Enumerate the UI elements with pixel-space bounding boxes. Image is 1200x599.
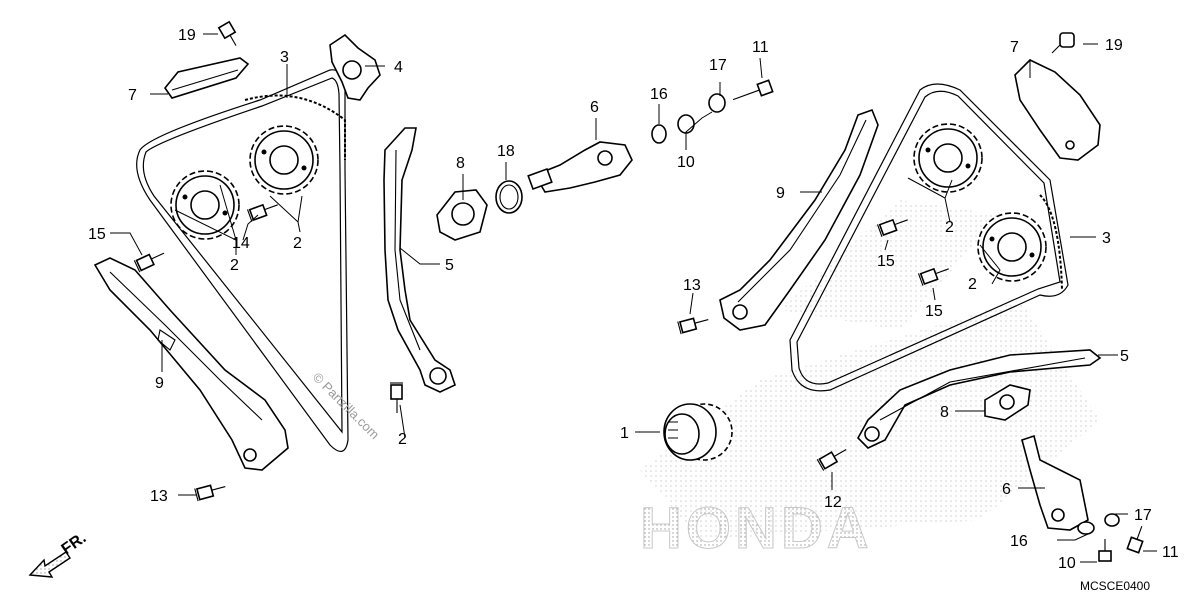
front-arrow-icon	[28, 551, 71, 578]
callout-2: 2	[230, 257, 239, 274]
callout-7: 7	[128, 87, 137, 104]
left-bolt-14	[246, 198, 281, 223]
callout-15: 15	[88, 226, 106, 243]
callout-19: 19	[178, 27, 196, 44]
callout-4: 4	[394, 59, 403, 76]
callout-2: 2	[293, 235, 302, 252]
callout-8: 8	[456, 155, 465, 172]
callout-10: 10	[677, 154, 695, 171]
center-cam-chain-tensioner	[533, 141, 633, 193]
callout-9: 9	[776, 185, 785, 202]
callout-2: 2	[945, 219, 954, 236]
callout-19: 19	[1105, 37, 1123, 54]
right-chain-tensioner-arm	[719, 108, 879, 331]
callout-10: 10	[1058, 555, 1076, 572]
callout-16: 16	[650, 86, 668, 103]
front-direction-indicator: FR.	[28, 530, 89, 578]
right-cam-sprocket-intake	[913, 123, 983, 193]
callout-1: 1	[620, 425, 629, 442]
callout-2: 2	[398, 431, 407, 448]
callout-14: 14	[232, 235, 250, 252]
right-cam-chain	[789, 83, 1069, 392]
right-bolt-11	[1126, 526, 1144, 554]
callout-9: 9	[155, 375, 164, 392]
left-bolt-12	[389, 382, 404, 414]
callout-13: 13	[683, 277, 701, 294]
callout-3: 3	[1102, 230, 1111, 247]
right-assembly	[663, 32, 1144, 562]
callout-5: 5	[1120, 348, 1129, 365]
callout-6: 6	[590, 99, 599, 116]
callout-17: 17	[709, 57, 727, 74]
callout-11: 11	[1162, 544, 1179, 561]
left-bolt-13	[193, 479, 228, 502]
left-cam-sprocket-exhaust	[249, 125, 319, 195]
callout-16: 16	[1010, 533, 1028, 550]
callout-labels: 19 7 3 4 15 14 2 2 9 13 2 5 8 18 6 16 17…	[88, 27, 1179, 572]
left-assembly	[93, 20, 456, 502]
right-cam-sprocket-exhaust	[977, 212, 1047, 282]
left-cam-sprocket-intake	[170, 170, 240, 240]
callout-2: 2	[968, 276, 977, 293]
callout-18: 18	[497, 143, 515, 160]
crankshaft-sprocket	[663, 403, 733, 461]
left-chain-guide-top	[163, 57, 250, 99]
center-tensioner-assembly	[436, 79, 774, 241]
callout-5: 5	[445, 257, 454, 274]
right-chain-guide-top	[1014, 59, 1101, 161]
callout-11: 11	[752, 39, 769, 56]
brand-logo-text: HONDA	[640, 496, 873, 561]
callout-8: 8	[940, 404, 949, 421]
callout-15: 15	[877, 253, 895, 270]
left-bolt-15	[133, 246, 168, 273]
callout-13: 13	[150, 488, 168, 505]
callout-17: 17	[1134, 507, 1152, 524]
diagram-code: MCSCE0400	[1080, 579, 1150, 593]
right-bolt-10	[1098, 539, 1112, 562]
right-bolt-13	[676, 312, 711, 335]
callout-3: 3	[280, 49, 289, 66]
center-bolt-11	[732, 79, 774, 101]
callout-7: 7	[1010, 39, 1019, 56]
callout-15: 15	[925, 303, 943, 320]
right-cam-chain-tensioner	[1021, 434, 1089, 531]
callout-6: 6	[1002, 481, 1011, 498]
left-chain-tensioner-arm	[93, 257, 289, 471]
leader-lines	[110, 33, 1157, 563]
left-chain-guide-vertical	[383, 127, 456, 393]
callout-12: 12	[824, 494, 842, 511]
